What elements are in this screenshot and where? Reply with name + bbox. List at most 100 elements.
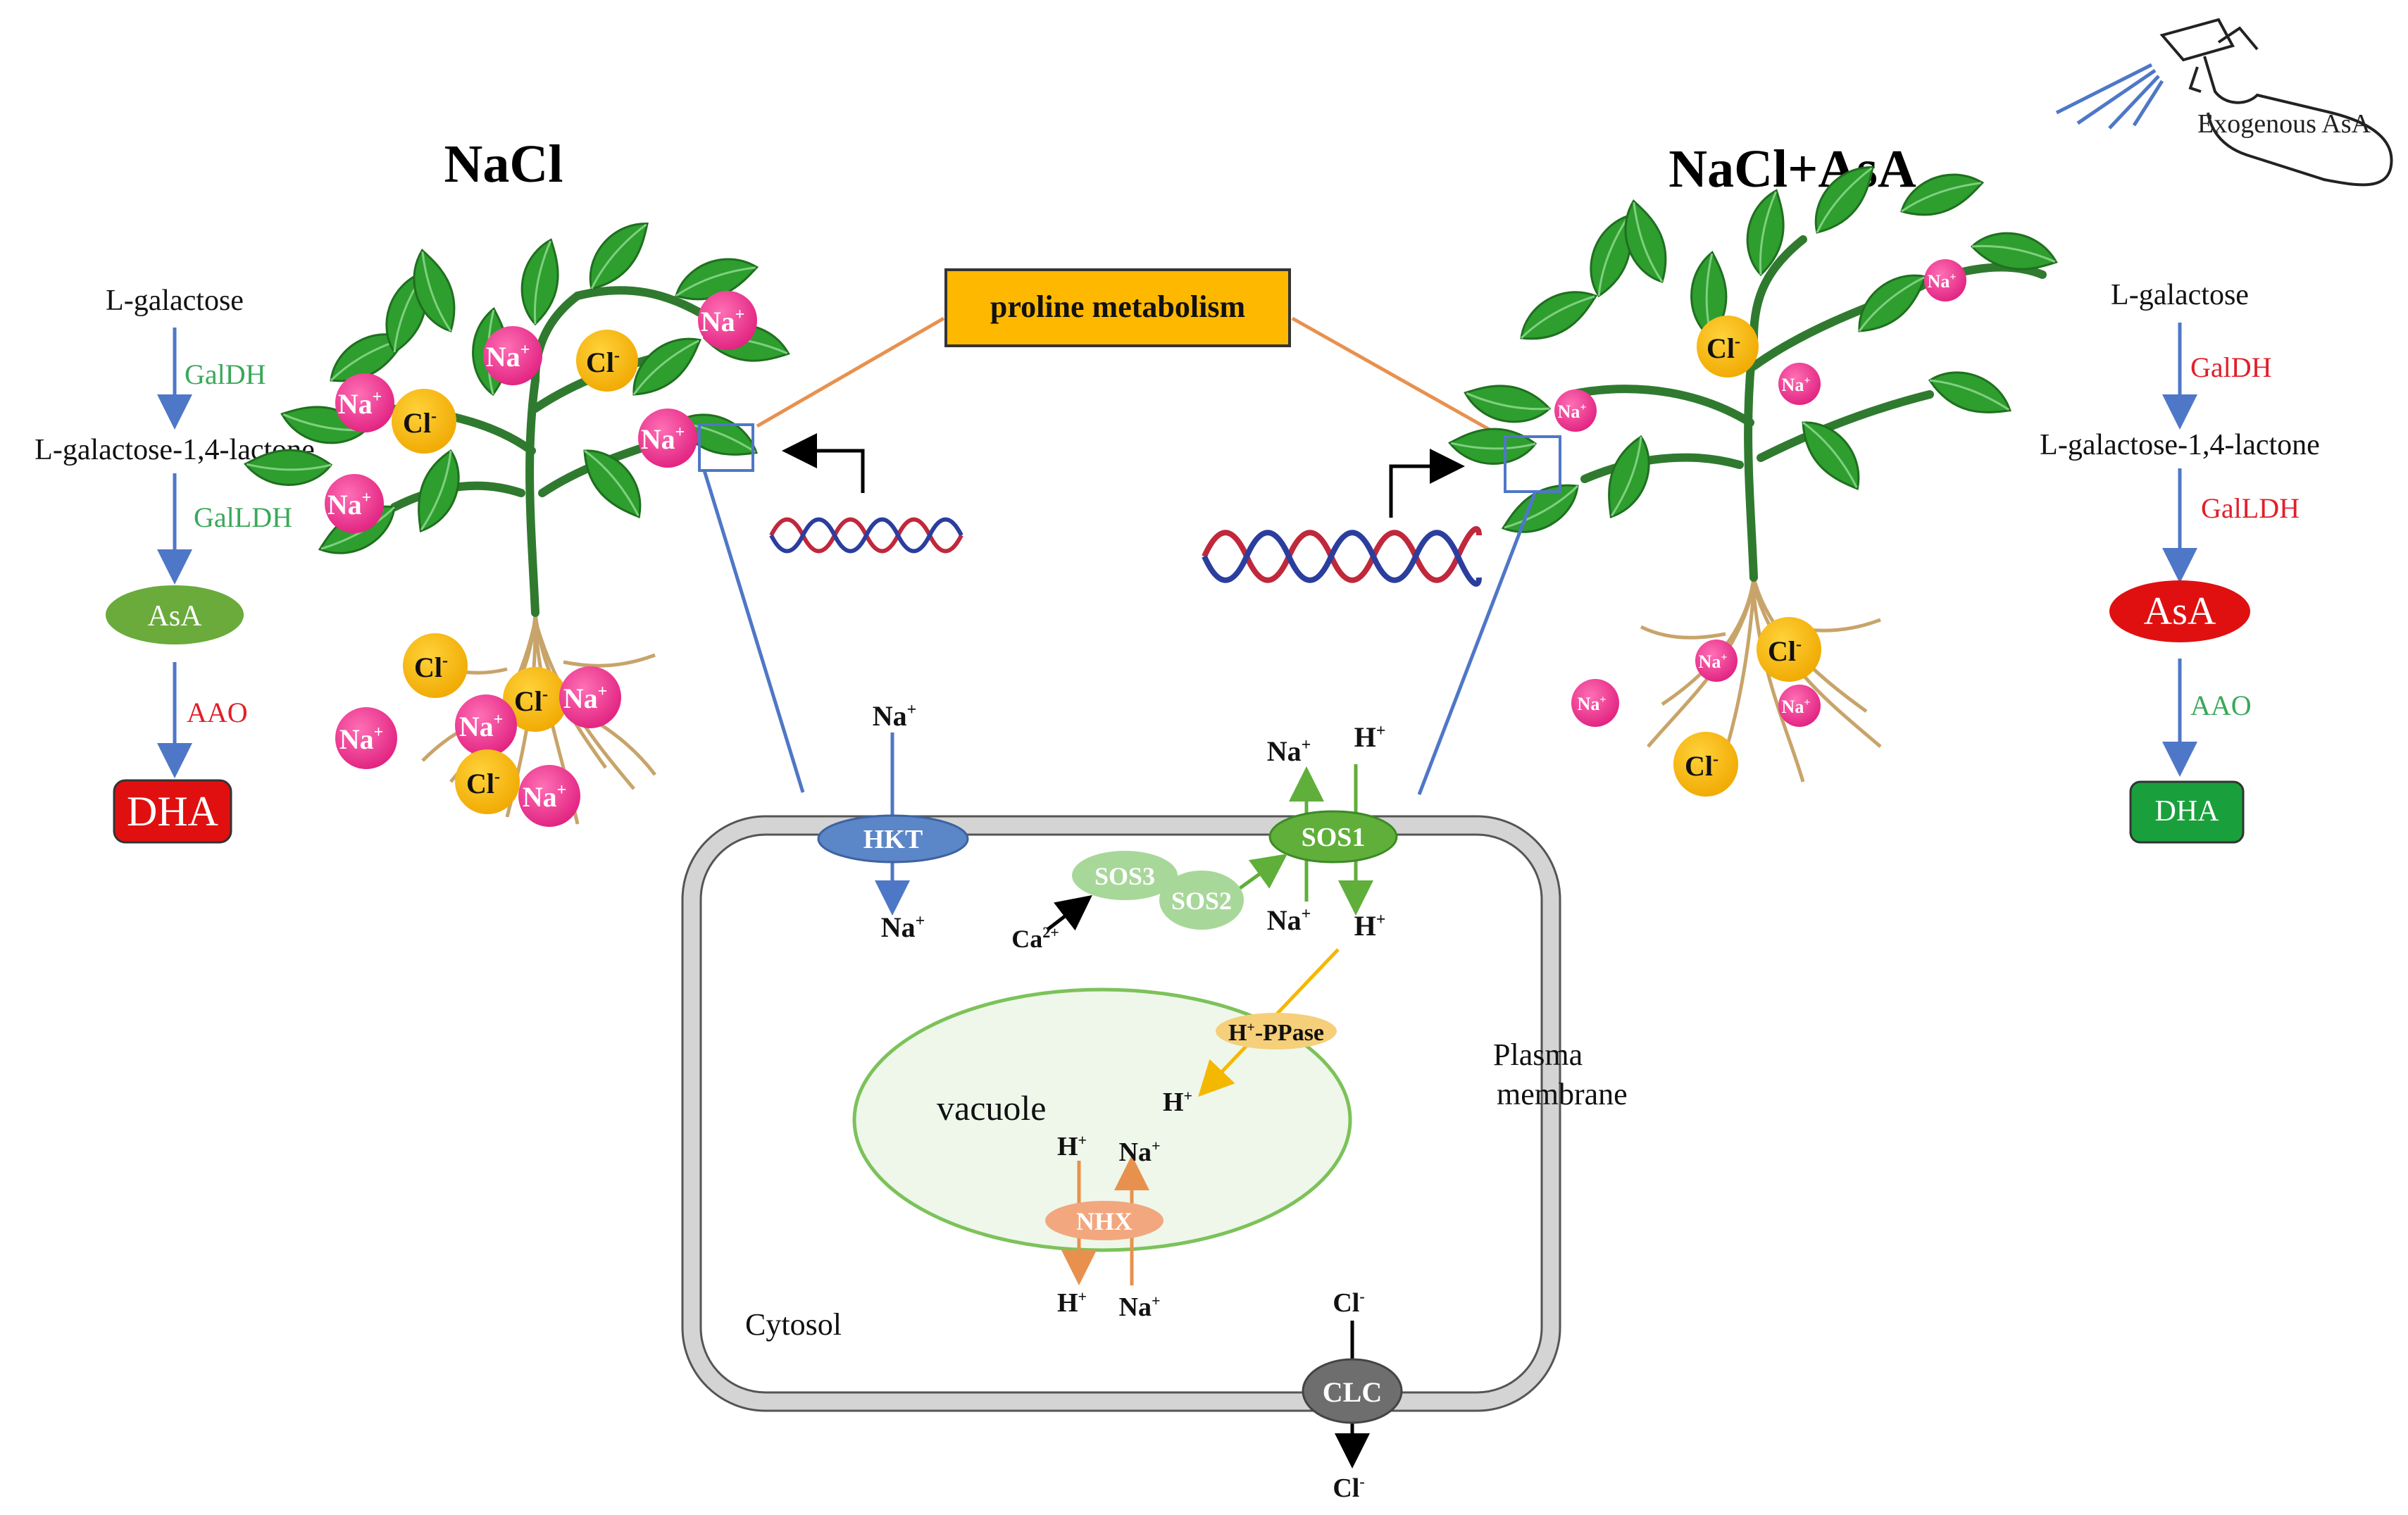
left-l-galactose: L-galactose [106,285,244,317]
svg-text:Cl-: Cl- [403,407,437,439]
connector-proline-right [1291,316,1491,432]
sos1-label: SOS1 [1302,823,1366,852]
left-ion-na-9: Na+ [518,765,580,827]
exogenous-asa-label: Exogenous AsA [2197,109,2371,139]
right-dha-label: DHA [2155,795,2220,828]
left-plant: Na+ Na+ Cl- Na+ Cl- Na+ Na+ Cl- Cl- Na+ … [242,212,805,827]
sos1-h-bottom: H+ [1354,910,1386,942]
clc-cl-top: Cl- [1333,1288,1364,1318]
plasma-membrane-outline-inner [699,833,1543,1394]
right-gene-arrow [1389,449,1465,518]
svg-text:Na+: Na+ [486,341,530,373]
left-ion-na-3: Na+ [335,373,394,432]
vacuole [852,987,1352,1252]
right-zoom-box [1504,435,1561,493]
right-ion-na-3: Na+ [1554,389,1597,432]
left-galldh: GalLDH [194,501,292,533]
left-galdh: GalDH [185,359,266,390]
svg-text:Cl-: Cl- [514,685,548,717]
clc-label: CLC [1323,1376,1382,1408]
right-lactone: L-galactose-1,4-lactone [2040,429,2320,461]
right-galdh: GalDH [2190,351,2272,383]
right-ion-na-5: Na+ [1778,685,1821,727]
title-nacl: NaCl [444,135,563,194]
svg-text:Na+: Na+ [1928,271,1957,292]
ppase-h-inside: H+ [1163,1087,1192,1117]
sos1-transporter [1268,810,1398,864]
hkt-transporter [817,814,969,864]
left-ion-na-7: Na+ [455,694,517,756]
svg-text:Na+: Na+ [523,781,567,813]
proline-metabolism-box [944,268,1291,347]
left-zoom-line [702,470,805,793]
cytosol-label: Cytosol [745,1307,842,1342]
right-ion-na-2: Na+ [1778,363,1821,405]
svg-text:Cl-: Cl- [1685,750,1718,782]
right-ion-cl-1: Cl- [1697,316,1759,378]
left-asa-label: AsA [147,600,202,632]
right-ion-cl-2: Cl- [1757,617,1821,682]
sos2-to-sos1-arrow [1235,854,1288,893]
sos1-h-top: H+ [1354,721,1386,753]
svg-text:Cl-: Cl- [414,651,448,683]
left-ion-na-8: Na+ [335,707,397,769]
plasma-membrane-label-2: membrane [1497,1077,1628,1111]
cell: vacuole HKT Na+ Na+ SOS1 Na+ H+ Na+ H+ S… [681,700,1628,1503]
left-dha-node [113,779,232,844]
sos2-protein [1159,871,1244,930]
right-galldh: GalLDH [2201,492,2300,524]
left-gene-arrow [782,433,865,493]
svg-text:Na+: Na+ [1782,375,1811,395]
nhx-h-bottom: H+ [1057,1288,1087,1318]
plasma-membrane-label-1: Plasma [1493,1037,1583,1072]
right-dna-icon [1202,526,1482,587]
svg-text:Cl-: Cl- [466,768,500,799]
left-ion-cl-3: Cl- [403,633,468,698]
vacuole-label: vacuole [937,1088,1046,1128]
right-ion-na-1: Na+ [1924,259,1966,301]
nhx-na-top: Na+ [1119,1137,1161,1167]
ca-ion: Ca2+ [1011,923,1059,953]
left-asa-node [106,585,244,644]
left-pathway: L-galactose GalDH L-galactose-1,4-lacton… [35,285,315,844]
nhx-label: NHX [1076,1207,1133,1235]
spray-bottle-icon [2159,18,2393,187]
left-ion-na-6: Na+ [559,666,621,728]
clc-cl-bottom: Cl- [1333,1473,1364,1503]
left-ion-cl-2: Cl- [392,389,456,454]
left-ion-na-5: Na+ [325,474,384,533]
left-ion-na-4: Na+ [638,409,697,468]
right-ion-cl-3: Cl- [1673,732,1738,797]
nhx-h-top: H+ [1057,1131,1087,1161]
ppase-transporter [1216,1013,1337,1049]
svg-text:Na+: Na+ [1699,651,1728,672]
left-zoom-box [698,423,754,472]
title-nacl-asa: NaCl+AsA [1668,139,1916,199]
connector-proline-left [756,316,945,428]
right-zoom-line [1417,491,1537,795]
svg-text:Cl-: Cl- [1768,635,1802,667]
sos3-protein [1072,851,1178,900]
nhx-transporter [1045,1201,1164,1240]
sos2-label: SOS2 [1171,887,1232,915]
left-ion-cl-4: Cl- [503,667,568,732]
ppase-label: H+-PPase [1228,1020,1324,1046]
nhx-na-bottom: Na+ [1119,1292,1161,1322]
sos3-label: SOS3 [1094,862,1155,890]
svg-text:Na+: Na+ [327,489,372,520]
left-ion-cl-5: Cl- [455,749,520,814]
hkt-label: HKT [863,825,923,854]
right-pathway: L-galactose GalDH L-galactose-1,4-lacton… [2040,279,2320,844]
proline-metabolism-label: proline metabolism [990,289,1245,324]
right-l-galactose: L-galactose [2111,279,2249,311]
left-ion-cl-1: Cl- [576,330,638,392]
svg-text:Na+: Na+ [339,723,384,755]
left-ion-na-1: Na+ [698,291,757,350]
svg-text:Na+: Na+ [1578,694,1607,714]
left-aao: AAO [187,697,248,728]
svg-text:Na+: Na+ [701,306,745,337]
svg-text:Na+: Na+ [563,682,608,714]
sos1-na-top: Na+ [1267,735,1311,767]
svg-text:Na+: Na+ [1558,401,1587,422]
